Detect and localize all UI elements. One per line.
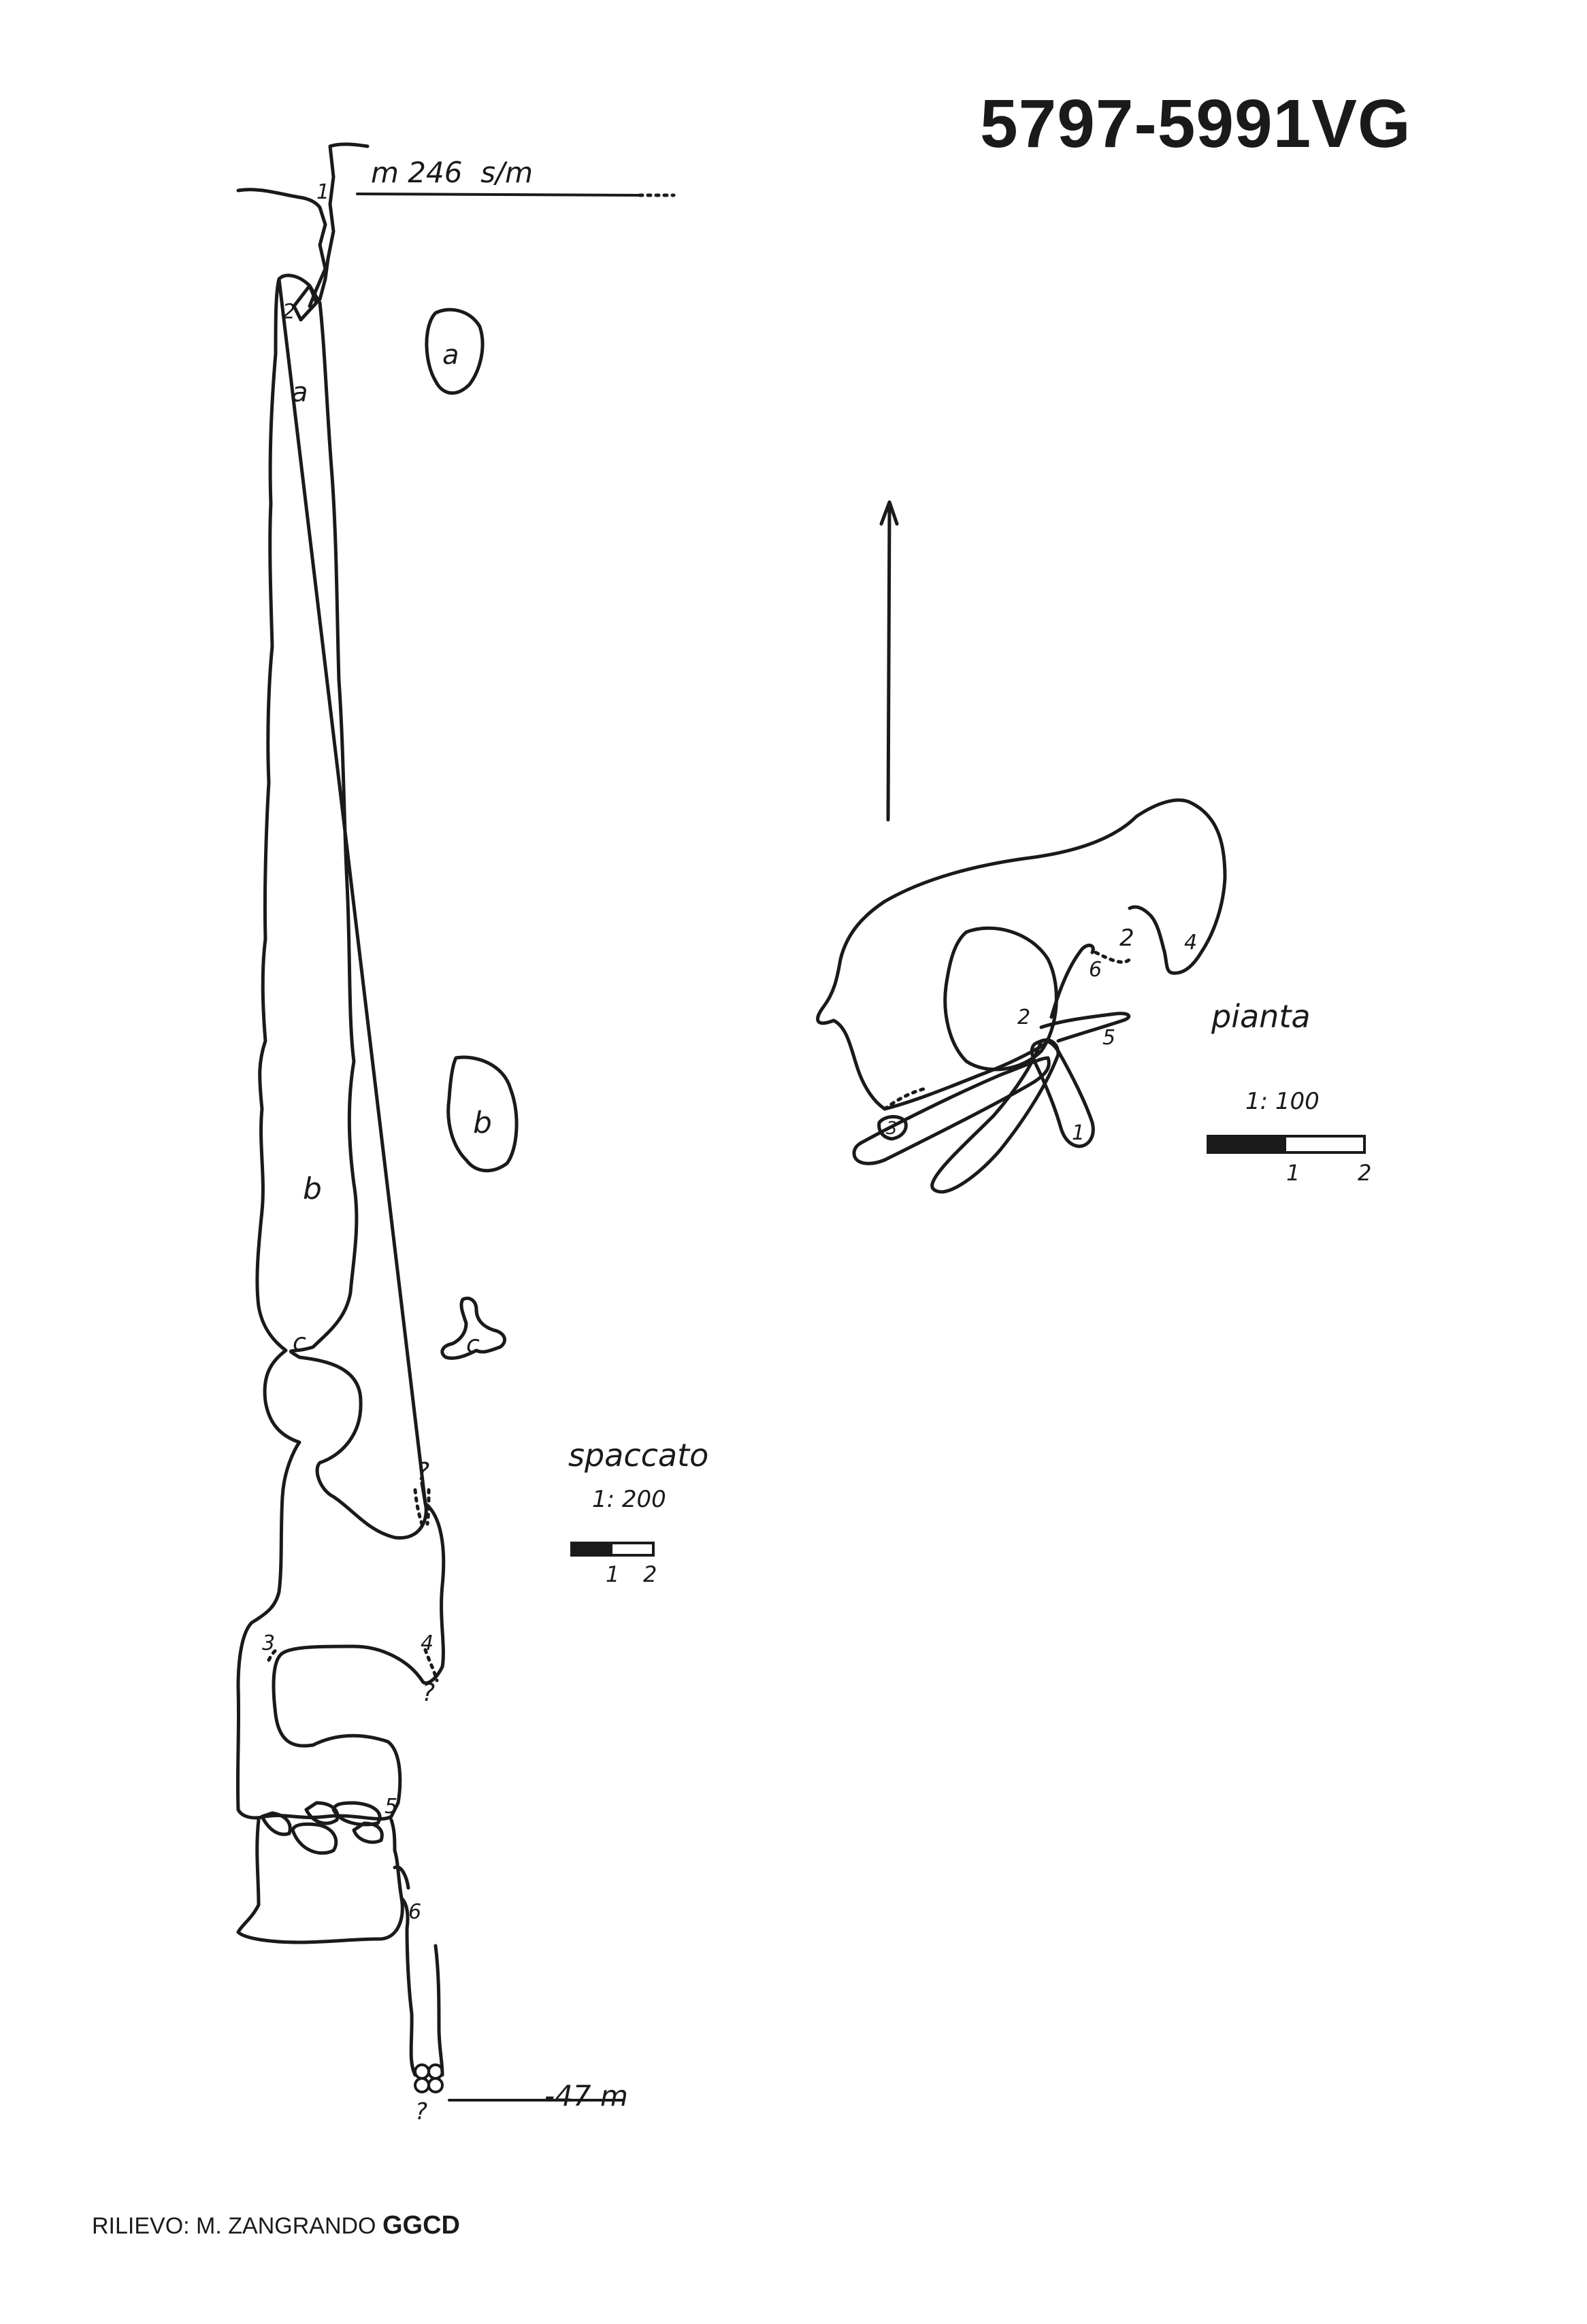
section-marker-q1: ? [416,1458,429,1486]
bottom-blocks [414,2063,444,2093]
lower-chamber [236,1818,444,2077]
plan-passage-6 [1049,944,1095,1019]
plan-passage-dashed-2 [883,1086,928,1111]
plan-marker-4: 4 [1184,931,1197,954]
section-title: spaccato [568,1437,708,1474]
plan-marker-1: 1 [1072,1121,1085,1145]
cross-section-c-label: c [466,1331,480,1359]
section-marker-4: 4 [421,1631,433,1655]
section-scale: 1: 200 [592,1486,666,1513]
plan-chamber [943,926,1058,1072]
plan-scale-tick-1: 1 [1286,1160,1300,1186]
plan-marker-5: 5 [1102,1026,1115,1050]
north-arrow-head [879,500,899,526]
entrance-block [292,284,318,322]
plan-scale-bar [1207,1135,1366,1154]
section-marker-a: a [291,377,308,408]
plan-scale: 1: 100 [1245,1088,1320,1115]
credit-surveyor: RILIEVO: M. ZANGRANDO [92,2213,376,2239]
section-scale-tick-2: 2 [643,1561,657,1587]
plan-passage-5 [1039,1012,1131,1043]
plan-marker-2b: 2 [1017,1006,1030,1029]
plan-passage-1 [883,1042,1047,1111]
cross-section-b-label: b [473,1106,492,1140]
plan-marker-3: 3 [886,1118,898,1139]
plan-marker-6: 6 [1089,958,1102,982]
section-marker-q3: ? [415,2098,427,2125]
plan-passage-3 [930,1038,1060,1194]
boulder-pile [260,1801,384,1855]
section-marker-b: b [303,1172,322,1206]
section-marker-q2: ? [422,1679,435,1707]
credit-group: GGCD [382,2211,460,2240]
plan-passage-2 [852,1056,1051,1165]
section-marker-6: 6 [408,1900,421,1924]
surface-line [236,188,322,210]
plan-passage-dashed [1094,950,1132,964]
section-scale-tick-1: 1 [606,1561,619,1587]
plan-marker-2a: 2 [1119,925,1134,952]
plan-scale-tick-2: 2 [1358,1160,1371,1186]
section-scale-bar [570,1542,655,1557]
elevation-label: m 246 s/m [371,156,533,189]
plan-cell [877,1115,908,1141]
dotted-passage-3 [267,1646,281,1662]
section-view [235,142,676,2102]
section-marker-1: 1 [316,180,329,204]
depth-label: -47 m [544,2079,628,2112]
cross-section-b [446,1055,519,1173]
plan-view [816,500,1366,1194]
cross-section-c [440,1296,506,1360]
cross-section-a-label: a [442,339,459,371]
dotted-passage-2 [423,1648,439,1682]
shaft-outline [235,273,446,1821]
elevation-line [356,193,641,197]
section-marker-2: 2 [282,300,295,324]
cave-id-title: 5797-5991VG [980,86,1411,162]
entrance-crack [308,142,370,308]
section-marker-5: 5 [385,1795,397,1819]
section-marker-3: 3 [262,1631,275,1655]
north-arrow-shaft [886,505,891,822]
dotted-passage [413,1488,431,1526]
labels: m 246 s/m -47 m spaccato 1: 200 1 2 1 2 … [262,156,1371,2125]
section-marker-c: c [293,1329,306,1357]
plan-outline [816,798,1227,1111]
plan-title: pianta [1211,998,1311,1035]
cross-section-a [425,308,485,395]
survey-credit: RILIEVO: M. ZANGRANDO GGCD [92,2211,460,2240]
plan-passage-4 [1030,1039,1095,1148]
